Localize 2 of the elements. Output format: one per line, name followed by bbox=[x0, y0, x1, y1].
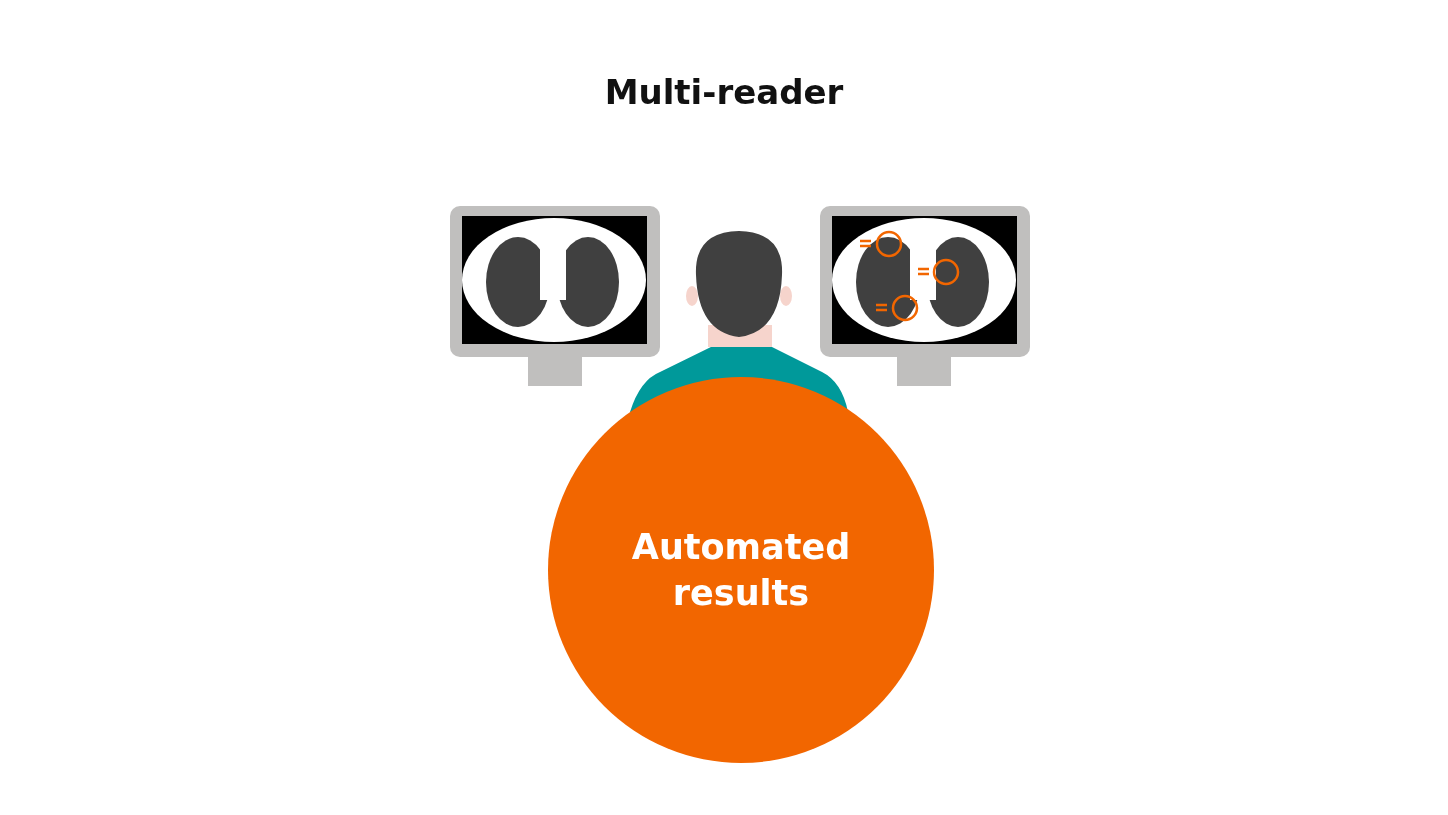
diagram-title: Multi-reader bbox=[603, 72, 845, 112]
result-label: Automated results bbox=[630, 526, 852, 615]
